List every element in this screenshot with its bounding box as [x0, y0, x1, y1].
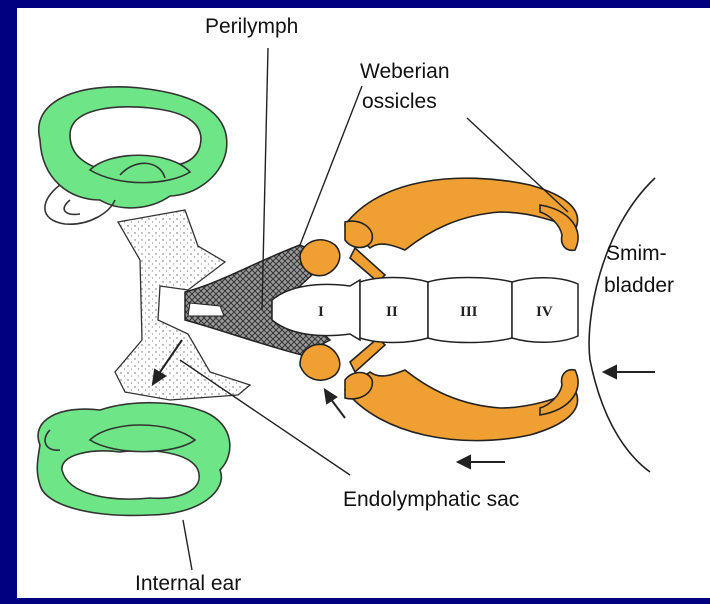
lower-weberian-ossicles: [300, 338, 578, 441]
label-internal-ear: Internal ear: [135, 572, 241, 595]
vertebra-label-1: I: [318, 304, 324, 320]
label-endolymphatic-sac: Endolymphatic sac: [343, 488, 519, 511]
upper-inner-ear: [39, 87, 227, 224]
upper-weberian-ossicles: [300, 178, 578, 282]
vertebra-label-3: III: [460, 304, 478, 320]
vertebra-label-2: II: [386, 304, 398, 320]
label-ossicles: ossicles: [362, 90, 437, 113]
label-bladder: bladder: [604, 274, 674, 297]
swim-bladder-outline: [589, 178, 655, 472]
label-swim: Smim-: [606, 242, 667, 265]
lower-inner-ear: [37, 403, 230, 516]
label-perilymph: Perilymph: [205, 15, 298, 38]
vertebra-label-4: IV: [536, 304, 553, 320]
label-weberian: Weberian: [360, 60, 450, 83]
